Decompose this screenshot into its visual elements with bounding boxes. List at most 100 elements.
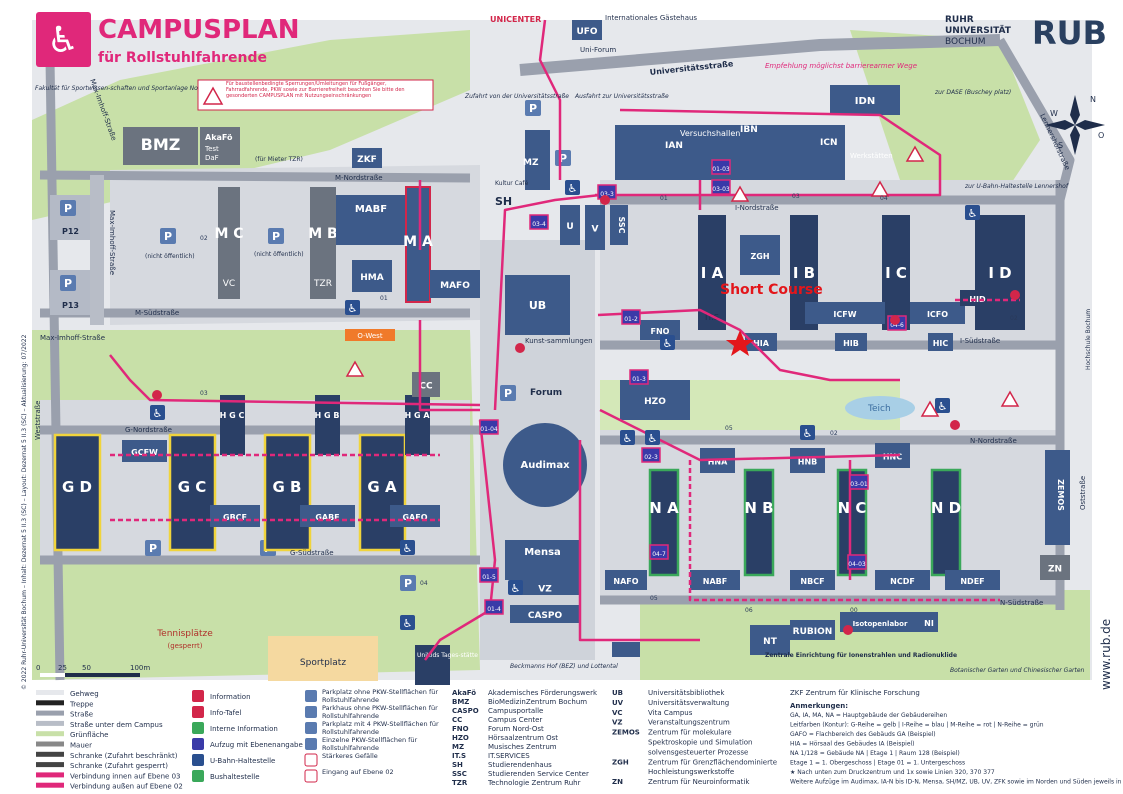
- elevator-icon: 04-7: [652, 551, 666, 558]
- elevator-icon: 02-3: [644, 454, 658, 461]
- legend-note: ★ Nach unten zum Druckzentrum und 1x sow…: [790, 769, 995, 776]
- legend-icon: [192, 690, 204, 702]
- building-label: G C: [178, 478, 207, 496]
- elevator-icon: [649, 544, 669, 560]
- legend-abbr-desc: Zentrum für molekulare: [648, 729, 732, 737]
- slope-warning-icon: [730, 185, 750, 202]
- legend-icon: [192, 722, 204, 734]
- legend-swatch: [36, 720, 64, 726]
- elevator-icon: [479, 567, 499, 583]
- map-subtitle: für Rollstuhlfahrende: [98, 50, 267, 66]
- map-label: M-Südstraße: [135, 309, 179, 317]
- wheelchair-parking-icon: [620, 430, 635, 445]
- building-label: V: [592, 225, 599, 235]
- map-label: TZR: [313, 279, 332, 289]
- legend-item: Parkplatz mit 4 PKW-Stellflächen für Rol…: [322, 721, 439, 735]
- parking-icon: [268, 228, 284, 244]
- parking-icon: [145, 540, 161, 556]
- wheelchair-parking-icon: [508, 580, 523, 595]
- legend-item: Bushaltestelle: [210, 773, 260, 781]
- info-icon: [1010, 290, 1020, 300]
- legend-abbr: SH: [452, 761, 463, 769]
- elevator-icon: [629, 369, 649, 385]
- building-label: GABF: [315, 513, 339, 522]
- legend-abbr-desc: Hochleistungswerkstoffe: [648, 768, 734, 776]
- legend-abbr-desc: Zentrum für Grenzflächendominierte: [648, 758, 777, 766]
- elevator-icon: 04-03: [848, 561, 866, 568]
- slope-warning-icon: [870, 180, 890, 197]
- elevator-icon: 03-01: [850, 481, 868, 488]
- legend-abbr-desc: Universitätsbibliothek: [648, 689, 725, 697]
- legend-abbr: UB: [612, 689, 623, 697]
- building-label: MAFO: [440, 281, 470, 291]
- parking-icon: [60, 275, 76, 291]
- map-label: Botanischer Garten und Chinesischer Gart…: [950, 667, 1085, 674]
- info-icon: [515, 343, 525, 353]
- legend-icon: [304, 753, 318, 767]
- building: [123, 127, 198, 165]
- wheelchair-parking-icon: [400, 615, 415, 630]
- map-label: N-Nordstraße: [970, 437, 1017, 445]
- info-icon: [152, 390, 162, 400]
- legend-abbr: ZKF Zentrum für Klinische Forschung: [790, 689, 920, 697]
- parking-label: P13: [62, 301, 79, 310]
- map-label: 0: [36, 664, 40, 672]
- wheelchair-parking-icon: ♿: [968, 207, 978, 220]
- legend-swatch: [36, 731, 64, 737]
- parking-icon: P: [404, 577, 412, 590]
- legend-abbr: ZN: [612, 778, 623, 786]
- building-label: N C: [838, 499, 867, 517]
- legend-item: Information: [210, 693, 251, 701]
- legend-item: Aufzug mit Ebenenangabe: [210, 741, 303, 749]
- map-label: UNICENTER: [490, 15, 541, 24]
- building: [740, 235, 780, 275]
- building: [875, 570, 930, 590]
- building-label: HNA: [708, 458, 728, 467]
- building: [390, 505, 440, 527]
- legend-abbr-desc: Veranstaltungszentrum: [648, 719, 730, 727]
- wheelchair-parking-icon: [345, 300, 360, 315]
- legend-note: GA, IA, MA, NA = Hauptgebäude der Gebäud…: [790, 712, 947, 719]
- map-label: I-Südstraße: [960, 337, 1000, 345]
- legend-abbr: ZEMOS: [612, 729, 640, 737]
- legend-abbr: VZ: [612, 719, 623, 727]
- wheelchair-parking-icon: [800, 425, 815, 440]
- parking-label: P12: [62, 227, 79, 236]
- map-label: Uni-Forum: [580, 46, 616, 54]
- building-label: GCFW: [131, 448, 158, 457]
- building: [960, 290, 995, 306]
- map-label: O-West: [357, 332, 382, 340]
- legend-icon: [192, 770, 204, 782]
- legend-abbr: BMZ: [452, 698, 469, 706]
- wheelchair-parking-icon: [150, 405, 165, 420]
- legend-abbr-desc: Hörsaalzentrum Ost: [488, 734, 558, 742]
- building-label: UFO: [576, 27, 597, 37]
- building-label: NI: [924, 619, 934, 628]
- audimax-building: [503, 423, 587, 507]
- floor-level-label: 00: [850, 607, 858, 614]
- wheelchair-parking-icon: [645, 430, 660, 445]
- slope-warning-icon: [345, 360, 365, 377]
- floor-level-label: 04: [880, 195, 888, 202]
- map-label: (gesperrt): [168, 642, 203, 650]
- building-label: N A: [649, 499, 679, 517]
- info-icon: [890, 315, 900, 325]
- legend-swatch: [36, 690, 64, 695]
- building-label: CASPO: [528, 611, 563, 621]
- building-label: NBCF: [800, 577, 824, 586]
- legend-item: Schranke (Zufahrt beschränkt): [70, 752, 178, 760]
- wheelchair-parking-icon: [400, 540, 415, 555]
- map-label: Internationales Gästehaus: [605, 14, 697, 22]
- map-label: Oststraße: [1079, 476, 1087, 510]
- legend-swatch: [36, 772, 64, 778]
- floor-level-label: 03: [792, 193, 800, 200]
- legend-note: GAFO = Flachbereich des Gebäuds GA (Beis…: [790, 731, 936, 738]
- building-label: I C: [885, 264, 907, 282]
- building-label: Isotopenlabor: [853, 620, 908, 628]
- building: [610, 205, 628, 245]
- map-label: Kunst-sammlungen: [525, 337, 593, 345]
- accessible-route: [418, 320, 480, 412]
- legend-abbr-desc: Technologie Zentrum Ruhr: [487, 779, 581, 787]
- parking-icon: P: [504, 387, 512, 400]
- slope-warning-icon: [1000, 390, 1020, 407]
